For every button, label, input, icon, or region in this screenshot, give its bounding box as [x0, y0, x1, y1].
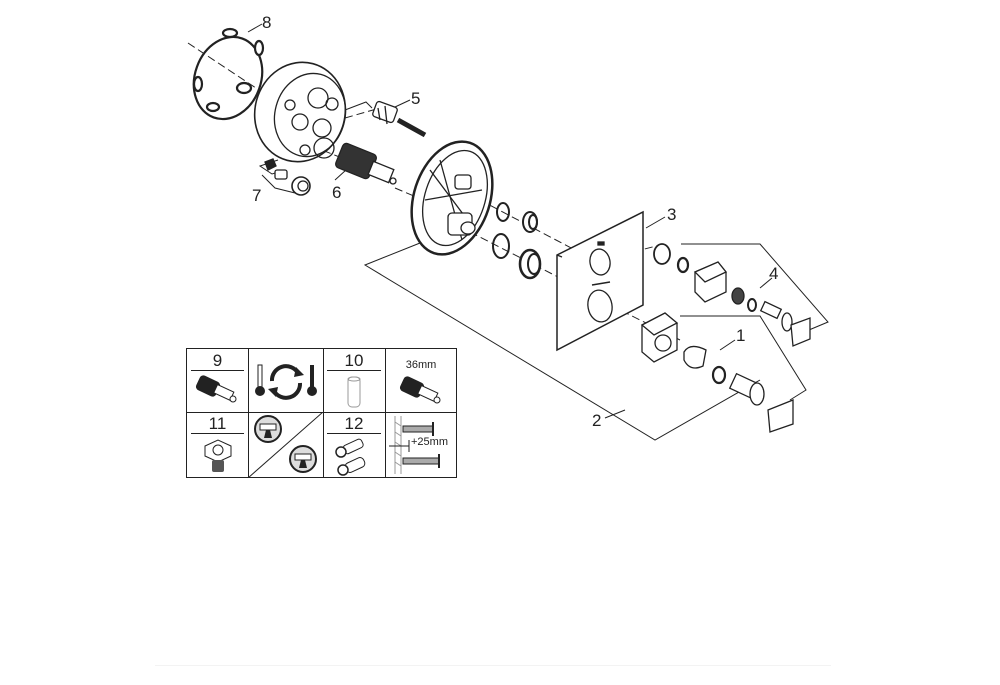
- wall-depth-extension-icon: [389, 416, 440, 474]
- seals: [492, 202, 542, 280]
- thermostatic-cartridge-icon: [195, 375, 237, 403]
- part-4-handle-set: [653, 243, 811, 347]
- part-label-2: 2: [592, 411, 602, 430]
- part-3-cover-plate: [556, 210, 644, 352]
- part-label-4: 4: [769, 264, 779, 283]
- accessory-cell-25mm: +25mm: [385, 412, 457, 478]
- part-1-handle-set: [640, 312, 794, 433]
- cartridge-36mm-icon: [399, 376, 441, 404]
- accessory-table: 9 10 36mm: [186, 348, 457, 478]
- finish-option-icons: [248, 412, 323, 478]
- accessory-number-10: 10: [344, 351, 364, 370]
- footer-divider: [155, 665, 831, 666]
- extension-sleeve-icon: [347, 376, 361, 408]
- extension-pieces-icon: [335, 438, 366, 476]
- part-label-1: 1: [736, 326, 746, 345]
- part-label-8: 8: [262, 13, 272, 32]
- accessory-cell-finish: [248, 412, 323, 478]
- accessory-number-11: 11: [208, 414, 227, 433]
- callout-lines: [247, 23, 829, 441]
- part-label-5: 5: [411, 89, 421, 108]
- part-5-cartridge: [372, 100, 427, 138]
- mounting-adapter-icon: [204, 439, 232, 472]
- valve-body-housing: [253, 61, 347, 163]
- part-label-7: 7: [252, 186, 262, 205]
- part-7-parts: [264, 158, 311, 196]
- hot-cold-reverse-icon: [255, 364, 317, 400]
- accessory-cell-10: 10: [323, 349, 385, 412]
- accessory-number-12: 12: [344, 414, 364, 433]
- accessory-label-36mm: 36mm: [405, 359, 437, 371]
- accessory-cell-reverse: [248, 349, 323, 412]
- accessory-number-9: 9: [212, 351, 223, 370]
- accessory-cell-12: 12: [323, 412, 385, 478]
- accessory-cell-36mm: 36mm: [385, 349, 457, 412]
- part-8-gasket: [192, 27, 265, 121]
- accessory-cell-11: 11: [187, 412, 248, 478]
- part-6-cartridge: [334, 142, 397, 185]
- accessory-label-25mm: +25mm: [411, 436, 448, 448]
- part-label-6: 6: [332, 183, 342, 202]
- mounting-plate: [410, 140, 494, 256]
- part-label-3: 3: [667, 205, 677, 224]
- accessory-cell-9: 9: [187, 349, 248, 412]
